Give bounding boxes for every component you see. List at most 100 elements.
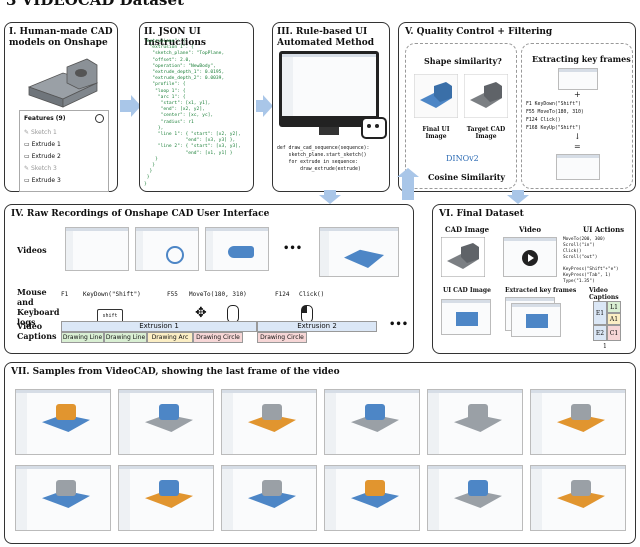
python-code: def draw_cad_sequence(sequence): sketch_… — [277, 146, 370, 172]
arrow-2-3 — [256, 100, 264, 112]
monitor-stand — [319, 127, 339, 135]
video-frame-3 — [205, 227, 269, 271]
logs-label: Mouse and Keyboard logs — [17, 287, 60, 327]
sample-frame — [324, 465, 420, 531]
log-f124-cmd: Click() — [299, 291, 325, 298]
log-line-4: F168 KeyUp("Shift") — [526, 126, 581, 131]
ellipsis: ••• — [283, 243, 303, 254]
timer-icon — [95, 114, 104, 123]
caption-a1: A1 — [607, 313, 621, 325]
arrow-2-3-head — [263, 95, 273, 117]
key-frames-stack — [558, 68, 598, 90]
dino-label: DINOv2 — [446, 154, 479, 163]
move-arrows-icon: ✥ — [195, 305, 207, 321]
log-f124: F124 — [275, 291, 290, 298]
section-heading: 3 VIDEOCAD Dataset — [6, 0, 184, 9]
arrow-4-5 — [402, 176, 414, 200]
panel-samples: VII. Samples from VideoCAD, showing the … — [4, 362, 636, 544]
caption-drawing-circle-1: Drawing Circle — [193, 332, 243, 343]
caption-drawing-line-1: Drawing Line — [61, 332, 104, 343]
cosine-label: Cosine Similarity — [428, 172, 506, 182]
ui-actions-list: MoveTo(200, 300) Scroll("in") Click() Sc… — [563, 237, 619, 284]
panel-final-dataset: VI. Final Dataset CAD Image Video UI Act… — [432, 204, 636, 354]
log-line-3: F124 Click() — [526, 118, 561, 123]
panel-title: IV. Raw Recordings of Onshape CAD User I… — [11, 209, 270, 219]
caption-c1: C1 — [607, 325, 621, 341]
play-icon[interactable] — [522, 250, 538, 266]
features-header: Features (9) — [24, 115, 66, 122]
sample-grid — [15, 389, 629, 539]
panel-title: VII. Samples from VideoCAD, showing the … — [11, 367, 340, 377]
sample-frame — [221, 465, 317, 531]
sample-frame — [15, 465, 111, 531]
sample-frame — [221, 389, 317, 455]
plus-sign: + — [574, 90, 581, 99]
sample-frame — [15, 389, 111, 455]
feature-extrude-2[interactable]: ▭ Extrude 2 — [24, 153, 61, 160]
caption-l1: L1 — [607, 301, 621, 313]
sample-frame — [427, 389, 523, 455]
feature-extrude-3[interactable]: ▭ Extrude 3 — [24, 177, 61, 184]
captions-ellipsis: ••• — [389, 319, 409, 330]
extracted-frame — [556, 154, 600, 180]
cad-image — [441, 237, 485, 277]
ui-cad-image — [441, 299, 491, 335]
final-ui-label: Final UI Image — [422, 126, 450, 140]
equals-sign: = — [574, 142, 581, 151]
down-arrow: ↓ — [574, 132, 581, 141]
panel-title: I. Human-made CAD models on Onshape — [9, 27, 113, 48]
cad-image-label: CAD Image — [445, 225, 490, 234]
caption-index: 1 — [603, 343, 607, 350]
cad-model-image — [27, 58, 99, 108]
log-f1: F1 — [61, 291, 69, 298]
json-code: "extrusions": { "extrusion 1": { "sketch… — [144, 39, 241, 187]
extracted-frames-label: Extracted key frames — [505, 287, 577, 294]
panel-json-instructions: II. JSON UI Instructions "extrusions": {… — [139, 22, 254, 192]
robot-icon — [361, 117, 387, 139]
video-frame-1 — [65, 227, 129, 271]
shape-similarity-box: Shape similarity? Final UI Image Target … — [405, 43, 517, 189]
shape-sim-label: Shape similarity? — [424, 56, 502, 66]
target-cad-image — [464, 74, 508, 118]
feature-sketch-1[interactable]: ✎ Sketch 1 — [24, 129, 57, 136]
caption-drawing-arc: Drawing Arc — [147, 332, 193, 343]
log-f1-cmd: KeyDown("Shift") — [83, 291, 141, 298]
sample-frame — [530, 465, 626, 531]
feature-sketch-3[interactable]: ✎ Sketch 3 — [24, 165, 57, 172]
panel-title: III. Rule-based UI Automated Method — [277, 27, 375, 48]
panel-raw-recordings: IV. Raw Recordings of Onshape CAD User I… — [4, 204, 414, 354]
sample-frame — [324, 389, 420, 455]
log-f55: F55 — [167, 291, 178, 298]
panel-title: V. Quality Control + Filtering — [405, 27, 553, 37]
sample-frame — [427, 465, 523, 531]
arrow-3-4 — [324, 190, 336, 196]
caption-extrusion-2: Extrusion 2 — [257, 321, 377, 332]
arrow-1-2-head — [131, 95, 141, 117]
sample-frame — [118, 465, 214, 531]
panel-human-made-cad: I. Human-made CAD models on Onshape Feat… — [4, 22, 118, 192]
caption-extrusion-1: Extrusion 1 — [61, 321, 257, 332]
arrow-1-2 — [120, 100, 132, 112]
caption-e1: E1 — [593, 301, 607, 325]
sample-frame — [530, 389, 626, 455]
caption-drawing-line-2: Drawing Line — [104, 332, 147, 343]
feature-extrude-1[interactable]: ▭ Extrude 1 — [24, 141, 61, 148]
videos-label: Videos — [17, 245, 47, 255]
panel-title: II. JSON UI Instructions — [144, 27, 206, 48]
extracted-frame-front — [511, 303, 561, 337]
monitor-icon — [279, 51, 379, 127]
log-line-1: F1 KeyDown("Shift") — [526, 102, 581, 107]
arrow-4-5-head — [397, 168, 419, 177]
log-f55-cmd: MoveTo(180, 310) — [189, 291, 247, 298]
video-captions-label: Video Captions — [589, 287, 619, 301]
caption-drawing-circle-2: Drawing Circle — [257, 332, 307, 343]
video-frame-2 — [135, 227, 199, 271]
caption-e2: E2 — [593, 325, 607, 341]
sample-frame — [118, 389, 214, 455]
target-cad-label: Target CAD Image — [466, 126, 506, 140]
ui-cad-image-label: UI CAD Image — [443, 287, 491, 294]
log-line-2: F55 MoveTo(180, 310) — [526, 110, 584, 115]
panel-rule-based-method: III. Rule-based UI Automated Method def … — [272, 22, 390, 192]
video-thumbnail — [503, 237, 557, 277]
video-label: Video — [519, 225, 541, 234]
